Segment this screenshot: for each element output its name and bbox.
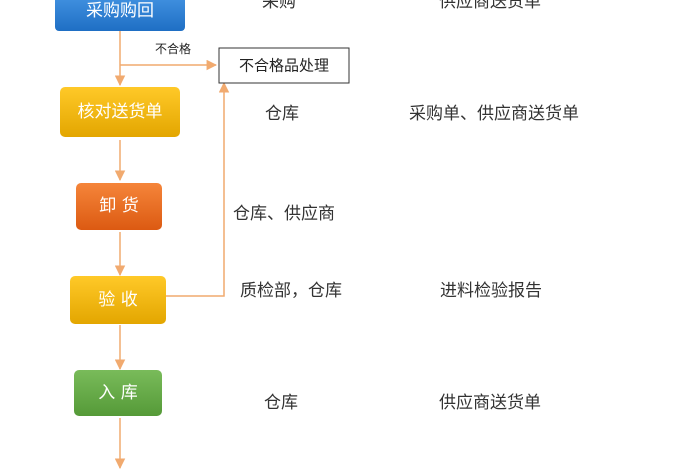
step-label: 验 收 bbox=[98, 290, 137, 310]
step-label: 采购购回 bbox=[86, 1, 154, 21]
step-inspection: 验 收 bbox=[70, 276, 166, 324]
step-box bbox=[60, 87, 180, 137]
step-label: 入 库 bbox=[98, 383, 137, 403]
step-box bbox=[76, 183, 162, 230]
document-warehousing: 供应商送货单 bbox=[439, 393, 541, 413]
responsible-check-delivery-note: 仓库 bbox=[265, 104, 299, 124]
step-check-delivery-note: 核对送货单 bbox=[60, 87, 180, 137]
document-purchase: 供应商送货单 bbox=[439, 0, 541, 12]
reject-box-label: 不合格品处理 bbox=[239, 57, 329, 75]
step-box bbox=[70, 276, 166, 324]
step-purchase: 采购购回 bbox=[55, 0, 185, 31]
document-check-delivery-note: 采购单、供应商送货单 bbox=[409, 104, 579, 124]
step-label: 卸 货 bbox=[99, 196, 138, 216]
connector-lines bbox=[114, 30, 230, 470]
document-inspection: 进料检验报告 bbox=[440, 281, 542, 301]
step-warehousing: 入 库 bbox=[74, 370, 162, 416]
responsible-inspection: 质检部，仓库 bbox=[240, 281, 342, 301]
responsible-purchase: 采购 bbox=[262, 0, 296, 12]
step-unload: 卸 货 bbox=[76, 183, 162, 230]
step-box bbox=[55, 0, 185, 31]
documents-column: 供应商送货单 采购单、供应商送货单 进料检验报告 供应商送货单 bbox=[409, 0, 579, 413]
responsible-column: 采购 仓库 仓库、供应商 质检部，仓库 仓库 bbox=[233, 0, 342, 413]
reject-handling-box: 不合格品处理 bbox=[218, 47, 350, 84]
step-box bbox=[74, 370, 162, 416]
responsible-unload: 仓库、供应商 bbox=[233, 204, 335, 224]
reject-box bbox=[218, 47, 350, 84]
reject-condition-label: 不合格 bbox=[155, 41, 191, 56]
responsible-warehousing: 仓库 bbox=[264, 393, 298, 413]
connector-inspection-to-reject bbox=[166, 81, 230, 297]
step-label: 核对送货单 bbox=[78, 102, 163, 122]
